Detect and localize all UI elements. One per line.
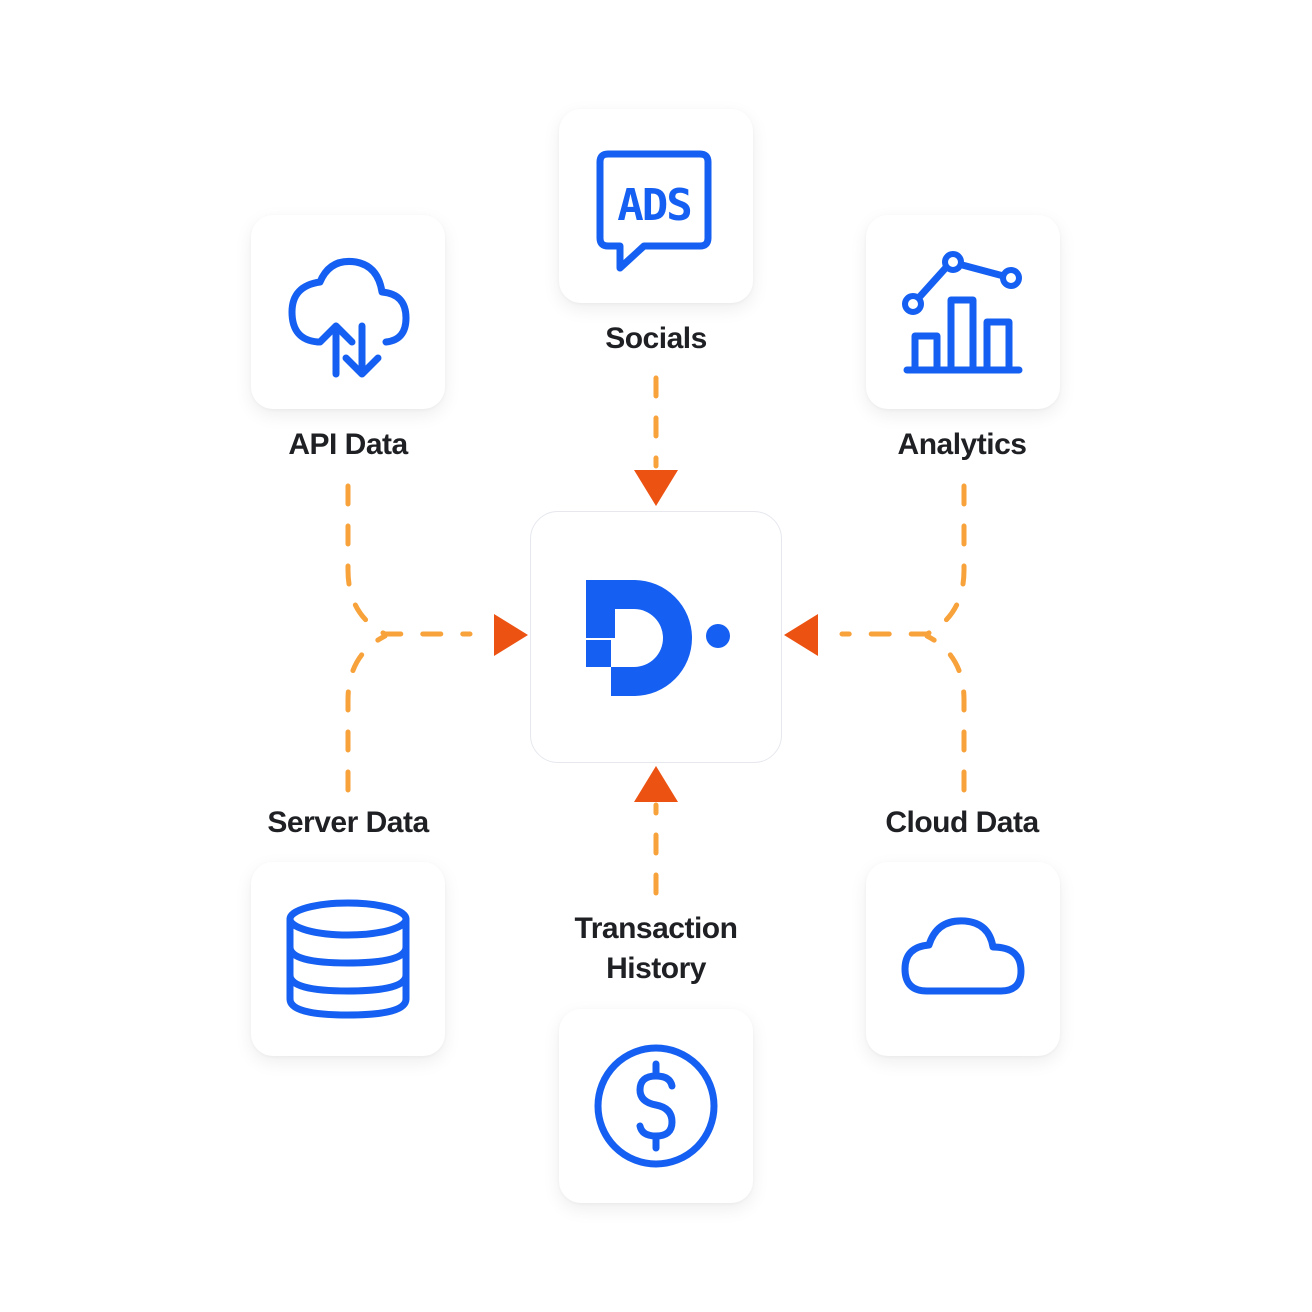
transaction-history-label-line1: Transaction bbox=[574, 912, 738, 945]
arrow-head-transaction bbox=[634, 766, 678, 802]
ads-speech-bubble-icon: ADS bbox=[596, 150, 712, 272]
transaction-history-label-line2: History bbox=[606, 952, 706, 985]
hub-card[interactable] bbox=[530, 511, 782, 763]
connector-server bbox=[345, 633, 388, 793]
dollar-coin-icon bbox=[594, 1044, 718, 1168]
arrow-head-api bbox=[494, 614, 528, 656]
cloud-icon bbox=[901, 917, 1025, 995]
socials-card[interactable]: ADS bbox=[559, 109, 753, 303]
server-data-card[interactable] bbox=[251, 862, 445, 1056]
socials-label: Socials bbox=[605, 322, 707, 355]
arrow-head-analytics bbox=[784, 614, 818, 656]
cloud-data-label: Cloud Data bbox=[885, 806, 1039, 839]
connector-cloud bbox=[924, 633, 967, 793]
server-data-label: Server Data bbox=[267, 806, 429, 839]
connector-api bbox=[345, 483, 473, 637]
analytics-label: Analytics bbox=[897, 428, 1027, 461]
transaction-history-card[interactable] bbox=[559, 1009, 753, 1203]
api-data-card[interactable] bbox=[251, 215, 445, 409]
svg-text:ADS: ADS bbox=[617, 180, 690, 231]
analytics-card[interactable] bbox=[866, 215, 1060, 409]
cloud-upload-download-icon bbox=[288, 257, 410, 378]
connector-analytics bbox=[839, 483, 967, 637]
bar-line-chart-icon bbox=[902, 251, 1023, 374]
arrow-head-socials bbox=[634, 470, 678, 506]
api-data-label: API Data bbox=[288, 428, 408, 461]
cloud-data-card[interactable] bbox=[866, 862, 1060, 1056]
datasource-logo-icon bbox=[586, 580, 730, 696]
database-icon bbox=[286, 899, 410, 1019]
